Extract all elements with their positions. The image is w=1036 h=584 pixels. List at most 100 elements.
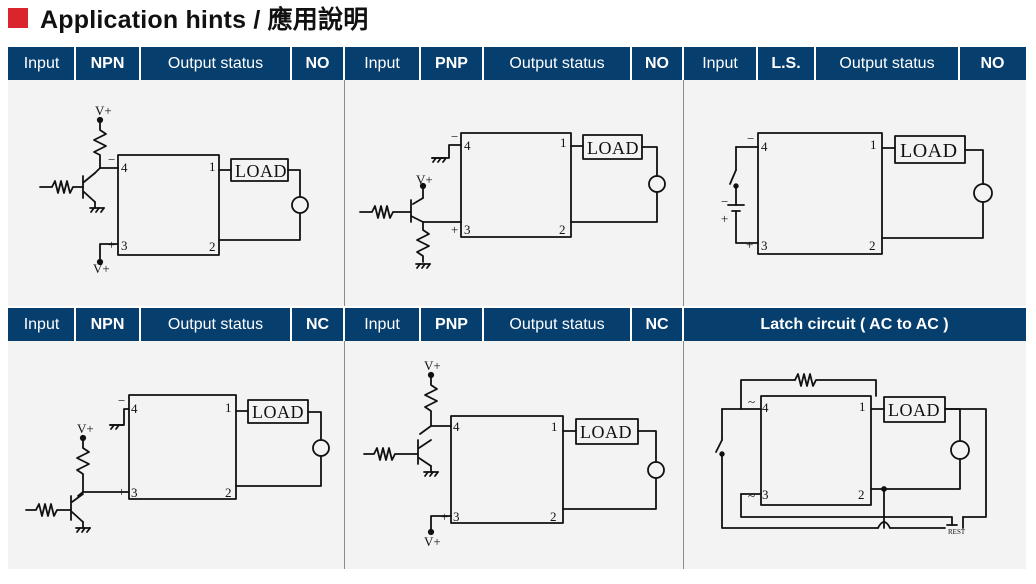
load-label: LOAD (587, 138, 639, 158)
circuit-npn-no (39, 116, 309, 266)
plus-label: + (746, 237, 753, 252)
pin-label: 4 (121, 160, 128, 175)
page-title: Application hints / 應用說明 (40, 6, 369, 34)
header-cell: NPN (90, 315, 125, 333)
circuit-pnp-nc (363, 371, 665, 536)
panel-divider (344, 80, 345, 306)
relay-box (460, 132, 572, 238)
plus-label: + (451, 222, 458, 237)
plus-label: + (721, 211, 728, 226)
header-cell: NC (645, 315, 669, 333)
pin-label: 2 (869, 238, 876, 253)
header-cell: Output status (509, 315, 605, 333)
header-cell: PNP (435, 54, 468, 72)
relay-box (757, 132, 883, 255)
pin-label: 3 (761, 238, 768, 253)
vplus-label: V+ (95, 103, 112, 118)
pin-label: 1 (560, 135, 567, 150)
pin-label: 4 (131, 401, 138, 416)
pin-label: 1 (870, 137, 877, 152)
vplus-label: V+ (77, 421, 94, 436)
minus-label: − (118, 393, 125, 408)
minus-label: − (108, 152, 115, 167)
header-cell: Latch circuit ( AC to AC ) (760, 315, 949, 333)
pin-label: 1 (859, 399, 866, 414)
rest-label: REST (948, 528, 966, 536)
panel-row-1 (8, 80, 1026, 306)
relay-box (128, 394, 237, 500)
pin-label: 3 (453, 509, 460, 524)
plus-label: + (118, 484, 125, 499)
pin-label: 1 (225, 400, 232, 415)
tilde-label: ~ (748, 488, 755, 503)
header-cell: NC (305, 315, 330, 333)
header-cell: Output status (167, 54, 264, 72)
minus-label: − (451, 129, 458, 144)
vplus-label: V+ (416, 172, 433, 187)
pin-label: 1 (209, 159, 216, 174)
circuit-pnp-no (359, 132, 666, 269)
pin-label: 3 (121, 238, 128, 253)
header-cell: NPN (90, 54, 125, 72)
panel-divider (683, 341, 684, 569)
header-cell: NO (305, 54, 330, 72)
pin-label: 2 (225, 485, 232, 500)
plus-label: + (441, 509, 448, 524)
header-cell: Output status (839, 54, 935, 72)
pin-label: 1 (551, 419, 558, 434)
header-cell: NO (980, 54, 1005, 72)
load-label: LOAD (900, 140, 958, 162)
header-cell: Input (23, 315, 60, 333)
header-cell: Output status (509, 54, 605, 72)
header-row-1: Input NPN Output status NO Input PNP Out… (8, 47, 1026, 80)
pin-label: 4 (761, 139, 768, 154)
panel-divider (344, 341, 345, 569)
pin-label: 2 (559, 222, 566, 237)
header-cell: Input (364, 315, 400, 333)
tilde-label: ~ (748, 394, 755, 409)
relay-box (450, 415, 564, 524)
pin-label: 3 (131, 485, 138, 500)
pin-label: 3 (464, 222, 471, 237)
header-cell: NO (645, 54, 669, 72)
relay-box (117, 154, 220, 256)
header-cell: Output status (167, 315, 264, 333)
relay-box (760, 395, 872, 506)
pin-label: 4 (464, 138, 471, 153)
header-cell: Input (364, 54, 400, 72)
title-bar: Application hints / 應用說明 (8, 0, 368, 36)
ac-source-icon (312, 439, 330, 457)
header-cell: Input (23, 54, 60, 72)
vplus-label: V+ (424, 534, 441, 549)
panel-row-2 (8, 341, 1026, 569)
ac-source-icon (291, 196, 309, 214)
title-marker (8, 8, 28, 28)
pin-label: 2 (858, 487, 865, 502)
vplus-label: V+ (424, 358, 441, 373)
ac-source-icon (648, 175, 666, 193)
header-cell: L.S. (771, 54, 801, 72)
pin-label: 3 (762, 487, 769, 502)
vplus-label: V+ (93, 261, 110, 276)
ac-source-icon (973, 183, 993, 203)
header-cell: Input (702, 54, 738, 72)
ac-source-icon (950, 440, 970, 460)
minus-label: − (721, 194, 728, 209)
plus-label: + (108, 237, 115, 252)
minus-label: − (747, 131, 754, 146)
circuit-latch (715, 373, 987, 529)
header-cell: PNP (435, 315, 468, 333)
panel-divider (683, 80, 684, 306)
circuit-npn-nc (25, 394, 330, 533)
load-label: LOAD (580, 422, 632, 442)
load-label: LOAD (235, 161, 287, 181)
header-row-2: Input NPN Output status NC Input PNP Out… (8, 308, 1026, 341)
pin-label: 4 (453, 419, 460, 434)
ac-source-icon (647, 461, 665, 479)
pin-label: 2 (550, 509, 557, 524)
pin-label: 4 (762, 400, 769, 415)
circuit-ls-no (727, 132, 993, 255)
pin-label: 2 (209, 239, 216, 254)
load-label: LOAD (252, 402, 304, 422)
